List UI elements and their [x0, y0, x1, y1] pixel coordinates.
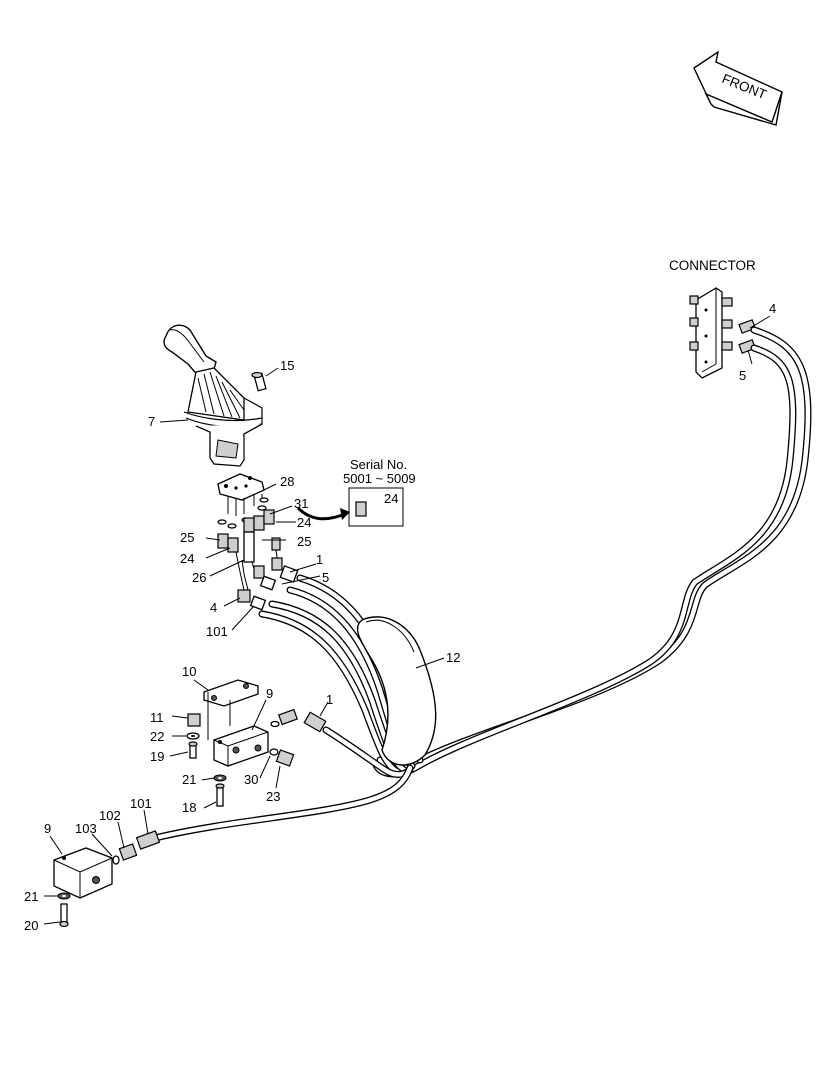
joystick-lever	[163, 324, 263, 467]
bolt-19	[188, 741, 198, 759]
washer-22	[186, 732, 200, 740]
washer-21-lower	[57, 892, 71, 900]
hose-assembly	[151, 326, 812, 842]
callout-19: 19	[150, 749, 164, 764]
callout-30: 30	[244, 772, 258, 787]
fitting-23	[275, 749, 295, 767]
callout-23: 23	[266, 789, 280, 804]
bolt-18	[215, 783, 225, 807]
serial-label-line1: Serial No.	[350, 457, 407, 472]
callout-18: 18	[182, 800, 196, 815]
bolt-20	[59, 903, 69, 928]
elbow-fitting-9	[270, 708, 298, 728]
callout-24-left: 24	[180, 551, 194, 566]
connector-block	[689, 287, 757, 379]
callout-labels: 15 7 28 31 24 24 24 25 25 26 1 5 4 101 1…	[24, 301, 776, 933]
callout-7: 7	[148, 414, 155, 429]
valve-plate	[217, 473, 265, 516]
washer-21-middle	[213, 774, 227, 782]
o-ring-30	[269, 748, 279, 756]
o-rings-28	[217, 497, 269, 529]
callout-28: 28	[280, 474, 294, 489]
callout-9-lower: 9	[44, 821, 51, 836]
fitting-1-middle	[303, 711, 327, 733]
callout-4-connector: 4	[769, 301, 776, 316]
serial-detail: Serial No. 5001 ~ 5009	[296, 457, 416, 527]
leader-lines	[43, 315, 771, 925]
callout-1-middle: 1	[326, 692, 333, 707]
callout-101-upper: 101	[206, 624, 228, 639]
callout-10: 10	[182, 664, 196, 679]
plate-10	[203, 679, 259, 740]
callout-22: 22	[150, 729, 164, 744]
callout-25-right: 25	[297, 534, 311, 549]
callout-24-serial: 24	[384, 491, 398, 506]
serial-label-line2: 5001 ~ 5009	[343, 471, 416, 486]
callout-101-lower: 101	[130, 796, 152, 811]
callout-9-middle: 9	[266, 686, 273, 701]
o-ring-103	[112, 855, 120, 865]
callout-1-upper: 1	[316, 552, 323, 567]
fitting-11	[187, 713, 201, 727]
callout-12: 12	[446, 650, 460, 665]
callout-5-connector: 5	[739, 368, 746, 383]
callout-4-upper: 4	[210, 600, 217, 615]
callout-24-right: 24	[297, 515, 311, 530]
fitting-101-lower	[135, 830, 161, 850]
callout-21-lower: 21	[24, 889, 38, 904]
callout-21-middle: 21	[182, 772, 196, 787]
callout-15: 15	[280, 358, 294, 373]
callout-31: 31	[294, 496, 308, 511]
callout-20: 20	[24, 918, 38, 933]
callout-26: 26	[192, 570, 206, 585]
connector-title: CONNECTOR	[669, 258, 756, 273]
block-9-lower	[53, 847, 113, 899]
callout-25-left: 25	[180, 530, 194, 545]
callout-103: 103	[75, 821, 97, 836]
callout-11: 11	[150, 710, 164, 725]
adapter-102	[118, 843, 138, 861]
bolt-15	[251, 371, 267, 392]
callout-5-upper: 5	[322, 570, 329, 585]
callout-102: 102	[99, 808, 121, 823]
front-arrow-icon: FRONT	[693, 50, 783, 126]
fittings-cluster	[217, 509, 299, 611]
block-9-middle	[213, 725, 269, 767]
